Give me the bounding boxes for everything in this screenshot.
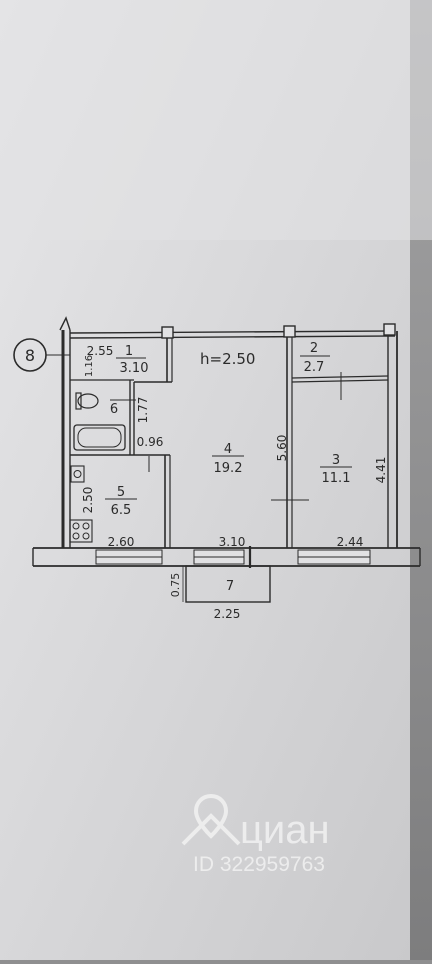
dim-bath-width: 0.96	[137, 435, 164, 449]
room-4-area: 19.2	[214, 461, 243, 476]
room-3-number: 3	[332, 453, 340, 468]
dim-balcony-width: 2.25	[214, 607, 241, 621]
sink-icon	[70, 465, 85, 483]
cian-logo-icon	[181, 793, 241, 846]
dim-bedroom-depth: 4.41	[374, 457, 388, 484]
room-5-number: 5	[117, 485, 125, 500]
room-1-number: 1	[125, 344, 133, 359]
walls	[32, 316, 421, 568]
room-4: 4 19.2	[212, 442, 244, 476]
bathtub-icon	[73, 424, 126, 451]
dim-bedroom-width: 2.44	[337, 535, 364, 549]
watermark: циан ID 322959763	[181, 793, 330, 876]
dim-living-depth: 5.60	[275, 435, 289, 462]
room-2-area: 2.7	[304, 360, 325, 375]
room-2: 2 2.7	[300, 341, 330, 375]
room-1: 1 3.10	[116, 344, 148, 376]
stove-icon	[69, 519, 93, 543]
room-3-area: 11.1	[322, 471, 351, 486]
dimensions: 2.55 1.16 1.77 0.96 2.50 2.60 3.10 5.60 …	[81, 344, 388, 621]
watermark-brand: циан	[240, 808, 330, 852]
room-5-area: 6.5	[111, 503, 132, 518]
toilet-icon	[75, 392, 99, 410]
dim-kitchen-depth: 2.50	[81, 487, 95, 514]
room-4-number: 4	[224, 442, 232, 457]
dim-balcony-depth: 0.75	[169, 573, 182, 598]
room-7-number: 7	[226, 579, 234, 594]
room-3: 3 11.1	[320, 453, 352, 486]
dim-hall-depth: 1.16	[84, 355, 95, 377]
axis-marker-label: 8	[25, 346, 35, 365]
dim-hall-width: 2.55	[87, 344, 114, 358]
fixtures	[69, 392, 126, 543]
watermark-listing-id: ID 322959763	[193, 853, 325, 876]
room-6-number: 6	[110, 402, 118, 417]
dim-kitchen-width: 2.60	[108, 535, 135, 549]
axis-marker: 8	[13, 338, 70, 372]
ceiling-height: h=2.50	[200, 350, 255, 368]
room-1-area: 3.10	[120, 361, 149, 376]
room-2-number: 2	[310, 341, 318, 356]
balcony	[182, 565, 271, 603]
dim-living-width: 3.10	[219, 535, 246, 549]
dim-wc-depth: 1.77	[136, 397, 150, 424]
room-5: 5 6.5	[105, 485, 137, 518]
